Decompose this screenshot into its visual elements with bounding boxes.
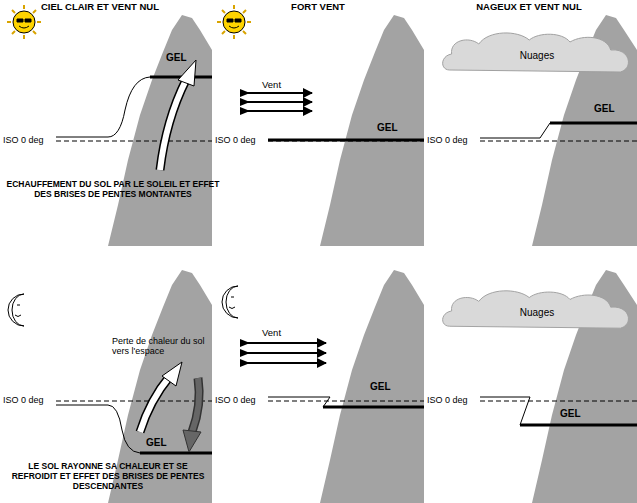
column-heading: NAGEUX ET VENT NUL	[424, 2, 634, 13]
iso-line	[56, 401, 212, 402]
wind-label: Vent	[262, 328, 281, 339]
heat-loss-arrow	[140, 376, 170, 432]
freezing-level	[56, 405, 140, 453]
iso-line	[268, 401, 424, 402]
heat-loss-arrow	[140, 362, 182, 432]
downslope-breeze-arrow	[183, 378, 201, 452]
freezing-level	[56, 77, 150, 137]
wind-arrow	[242, 352, 326, 354]
moon-face	[15, 305, 21, 317]
sun-face	[227, 19, 241, 22]
caption-text: LE SOL RAYONNE SA CHALEUR ET SE REFROIDI…	[8, 462, 208, 491]
downslope-breeze-arrow	[192, 378, 199, 432]
wind-feathers	[240, 339, 250, 367]
freezing-level	[480, 123, 550, 138]
cloud-shape: Nuages	[440, 30, 634, 76]
wind-label: Vent	[262, 80, 281, 91]
downslope-breeze-arrow	[192, 378, 199, 432]
iso-label: ISO 0 deg	[215, 135, 256, 145]
mountain	[320, 270, 424, 503]
freezing-level	[480, 397, 530, 425]
iso-line	[480, 401, 637, 402]
heat-loss-arrow	[162, 362, 182, 386]
freezing-level	[56, 77, 637, 453]
wind-arrow	[242, 93, 326, 363]
heat-loss-arrow	[140, 376, 170, 432]
wind-arrow	[242, 110, 312, 112]
iso-label: ISO 0 deg	[427, 135, 468, 145]
mountain	[108, 15, 212, 246]
wind-feathers	[240, 89, 250, 367]
freezing-label: GEL	[146, 437, 167, 449]
sun-disc	[223, 11, 245, 33]
downslope-breeze-arrow	[183, 430, 201, 452]
warming-arrow	[160, 60, 196, 170]
cloud-label: Nuages	[440, 30, 634, 61]
warming-arrow	[160, 80, 186, 170]
freezing-label: GEL	[560, 408, 581, 420]
freezing-label: GEL	[377, 122, 398, 134]
wind-arrow	[242, 92, 312, 94]
iso-label: ISO 0 deg	[3, 135, 44, 145]
sun-face	[17, 19, 31, 22]
wind-arrow	[242, 342, 326, 344]
iso-line	[480, 141, 637, 142]
sun-symbol	[7, 5, 41, 39]
cloud-label: Nuages	[440, 288, 634, 318]
note-text: Perte de chaleur du sol vers l'espace	[112, 336, 208, 357]
freezing-label: GEL	[370, 381, 391, 393]
iso-line	[56, 141, 212, 142]
moon-symbol	[222, 286, 238, 318]
sun-rays	[217, 5, 251, 39]
moon-symbol	[8, 286, 238, 326]
freezing-level	[268, 397, 330, 407]
warming-arrow	[178, 60, 196, 86]
iso-label: ISO 0 deg	[3, 395, 44, 405]
freezing-label: GEL	[594, 103, 615, 115]
freezing-level	[550, 122, 637, 125]
freezing-level	[520, 424, 637, 427]
freezing-level	[268, 139, 424, 142]
freezing-label: GEL	[166, 52, 187, 64]
mountain	[320, 15, 424, 246]
moon-symbol	[8, 294, 24, 326]
iso-label: ISO 0 deg	[427, 395, 468, 405]
sun-disc	[13, 11, 35, 33]
iso-line	[268, 141, 424, 142]
freezing-level	[140, 452, 212, 455]
sun-symbol	[217, 5, 251, 39]
column-heading: CIEL CLAIR ET VENT NUL	[0, 2, 200, 13]
sun-face	[229, 26, 239, 28]
wind-feathers	[240, 89, 250, 115]
wind-arrow	[242, 362, 326, 364]
sun-face	[19, 26, 29, 28]
iso-label: ISO 0 deg	[215, 395, 256, 405]
moon-face	[229, 297, 235, 309]
column-heading: FORT VENT	[212, 2, 424, 13]
wind-arrow	[242, 101, 312, 103]
freezing-level	[323, 406, 424, 409]
cloud-shape: Nuages	[440, 288, 634, 332]
sun-rays	[7, 5, 41, 39]
caption-text: ECHAUFFEMENT DU SOL PAR LE SOLEIL ET EFF…	[2, 180, 224, 200]
warming-arrow	[160, 80, 186, 170]
mountain	[108, 15, 637, 503]
